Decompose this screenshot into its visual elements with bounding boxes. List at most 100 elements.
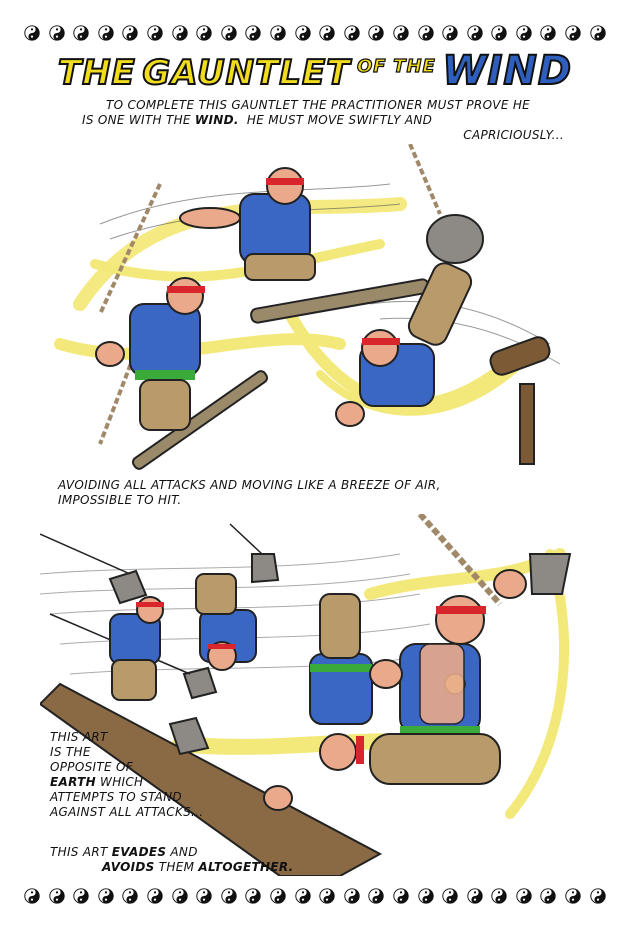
yin-yang-icon xyxy=(48,888,65,904)
yin-yang-icon xyxy=(540,25,557,41)
yin-yang-icon xyxy=(565,888,581,904)
yin-yang-icon xyxy=(516,25,532,41)
hanging-weight-1 xyxy=(108,569,148,605)
yin-yang-icon xyxy=(516,888,532,904)
panel-2-svg xyxy=(40,514,572,876)
yin-yang-icon xyxy=(565,25,581,41)
panel-1-illustration xyxy=(40,144,600,470)
yin-yang-icon xyxy=(122,888,139,904)
wooden-beam xyxy=(40,682,383,876)
title-word-the: THE xyxy=(57,52,136,94)
art-line-4: EARTH WHICH xyxy=(50,775,270,790)
fighter-upside-down xyxy=(309,593,373,771)
art-line-3: OPPOSITE OF xyxy=(50,760,133,774)
avoid-line-2: IMPOSSIBLE TO HIT. xyxy=(58,493,182,507)
wooden-training-arm xyxy=(489,336,551,376)
art-line-2: IS THE xyxy=(50,745,91,759)
hanging-weight-3 xyxy=(182,666,218,700)
title-word-the-2: THE xyxy=(393,55,436,77)
yin-yang-icon xyxy=(171,25,188,41)
yin-yang-icon xyxy=(147,25,163,41)
evade-avoids-bold: AVOIDS xyxy=(102,860,155,874)
yin-yang-icon xyxy=(491,25,507,41)
page-title: THE GAUNTLET OF THE WIND xyxy=(0,47,630,98)
intro-line-2-a: IS ONE WITH THE xyxy=(82,113,191,127)
yin-yang-icon xyxy=(294,888,311,904)
intro-caption: TO COMPLETE THIS GAUNTLET THE PRACTITION… xyxy=(58,98,578,143)
yin-yang-icon xyxy=(245,888,262,904)
fighter-middle-left xyxy=(195,573,257,671)
art-earth-bold: EARTH xyxy=(50,775,96,789)
yin-yang-icon xyxy=(73,25,89,41)
swinging-iron-weight xyxy=(426,214,484,264)
evade-line-2: AVOIDS THEM ALTOGETHER. xyxy=(50,860,370,875)
avoid-line-1: AVOIDING ALL ATTACKS AND MOVING LIKE A B… xyxy=(58,478,441,492)
yin-yang-icon xyxy=(540,888,557,904)
yin-yang-icon xyxy=(147,888,163,904)
yin-yang-icon xyxy=(98,25,114,41)
fighter-right xyxy=(335,262,473,427)
title-word-of: OF xyxy=(356,55,387,77)
yin-yang-icon xyxy=(344,888,360,904)
evade-evades-bold: EVADES xyxy=(111,845,167,859)
fighter-top xyxy=(179,167,316,281)
evade-altogether-bold: ALTOGETHER. xyxy=(198,860,294,874)
hanging-weight-2 xyxy=(251,553,280,584)
intro-line-1: TO COMPLETE THIS GAUNTLET THE PRACTITION… xyxy=(105,98,531,112)
art-line-5: ATTEMPTS TO STAND xyxy=(50,790,182,804)
avoid-caption: AVOIDING ALL ATTACKS AND MOVING LIKE A B… xyxy=(58,478,598,508)
yin-yang-border-top xyxy=(24,22,606,44)
art-caption: THIS ART IS THE OPPOSITE OF EARTH WHICH … xyxy=(50,730,270,820)
intro-line-2: IS ONE WITH THE WIND. HE MUST MOVE SWIFT… xyxy=(58,113,578,128)
yin-yang-icon xyxy=(122,25,139,41)
yin-yang-icon xyxy=(48,25,65,41)
evade-line-1-b: AND xyxy=(170,845,198,859)
intro-wind-bold: WIND. xyxy=(194,113,239,127)
art-line-1: THIS ART xyxy=(50,730,108,744)
yin-yang-icon xyxy=(589,25,606,41)
yin-yang-icon xyxy=(417,25,434,41)
yin-yang-icon xyxy=(442,888,458,904)
fighter-far-left xyxy=(109,596,164,701)
yin-yang-icon xyxy=(467,25,483,41)
art-line-6: AGAINST ALL ATTACKS... xyxy=(50,805,204,819)
yin-yang-icon xyxy=(270,25,286,41)
fighter-front-right xyxy=(369,569,527,785)
yin-yang-icon xyxy=(196,888,212,904)
yin-yang-icon xyxy=(442,25,458,41)
yin-yang-icon xyxy=(24,25,40,41)
yin-yang-icon xyxy=(589,888,606,904)
yin-yang-icon xyxy=(221,25,237,41)
panel-2-illustration xyxy=(40,514,600,876)
yin-yang-icon xyxy=(221,888,237,904)
fighter-left xyxy=(95,277,205,431)
yin-yang-icon xyxy=(417,888,434,904)
yin-yang-icon xyxy=(73,888,89,904)
yin-yang-icon xyxy=(393,25,409,41)
yin-yang-icon xyxy=(344,25,360,41)
yin-yang-icon xyxy=(491,888,507,904)
yin-yang-icon xyxy=(319,888,335,904)
hanging-weight-4 xyxy=(168,716,210,756)
title-word-gauntlet: GAUNTLET xyxy=(141,52,351,94)
evade-line-1-a: THIS ART xyxy=(50,845,108,859)
title-word-wind: WIND xyxy=(441,47,573,95)
yin-yang-icon xyxy=(467,888,483,904)
yin-yang-icon xyxy=(196,25,212,41)
yin-yang-border-bottom xyxy=(24,885,606,907)
yin-yang-icon xyxy=(24,888,40,904)
yin-yang-icon xyxy=(294,25,311,41)
yin-yang-icon xyxy=(319,25,335,41)
intro-line-2-b: HE MUST MOVE SWIFTLY AND xyxy=(246,113,433,127)
yin-yang-icon xyxy=(98,888,114,904)
evade-caption: THIS ART EVADES AND AVOIDS THEM ALTOGETH… xyxy=(50,845,370,875)
yin-yang-icon xyxy=(368,888,384,904)
yin-yang-icon xyxy=(270,888,286,904)
intro-line-3: CAPRICIOUSLY... xyxy=(463,128,564,142)
yin-yang-icon xyxy=(368,25,384,41)
panel-1-svg xyxy=(54,144,561,470)
evade-line-1: THIS ART EVADES AND xyxy=(50,845,370,860)
yin-yang-icon xyxy=(393,888,409,904)
yin-yang-icon xyxy=(171,888,188,904)
yin-yang-icon xyxy=(245,25,262,41)
